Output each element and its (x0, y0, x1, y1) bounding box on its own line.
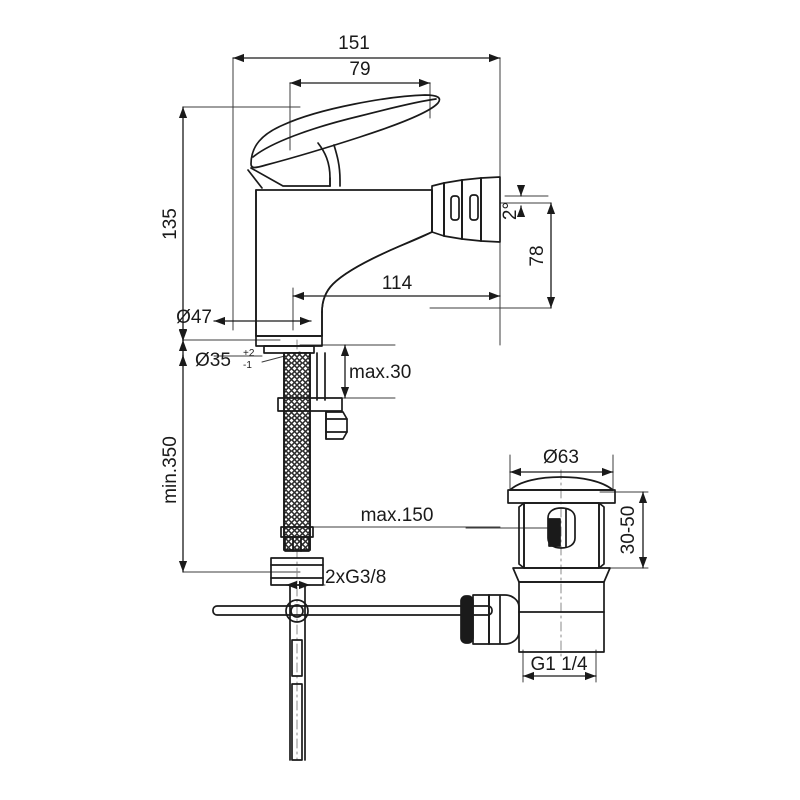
flexible-hose (283, 352, 311, 551)
label-lever-length: 79 (349, 59, 370, 80)
popup-actuator-cap (460, 595, 474, 644)
mixer-body (255, 189, 433, 337)
waste-flange-rim (507, 489, 616, 504)
popup-actuator-housing (488, 594, 520, 645)
clamp-nut (325, 411, 348, 440)
spout-underside-curve (321, 231, 433, 313)
label-spout-projection: 114 (382, 273, 413, 294)
label-spout-height: 78 (527, 245, 548, 266)
label-supply-thread: 2xG3/8 (325, 567, 386, 588)
aerator-slot-right (469, 194, 479, 221)
lever-pivot-fin (247, 169, 263, 189)
label-max-rod-length: max.150 (361, 505, 434, 526)
label-overall-length: 151 (338, 33, 370, 54)
label-hole-diameter: Ø35 (195, 350, 231, 371)
label-min-hose-length: min.350 (160, 436, 181, 504)
label-waste-flange-diameter: Ø63 (543, 447, 579, 468)
base-washer (263, 345, 315, 354)
waste-barrel-right-face (598, 502, 605, 569)
supply-nut (270, 557, 324, 586)
popup-actuator-collar (472, 594, 490, 645)
label-overall-height: 135 (160, 208, 181, 240)
aerator-slot-left (450, 195, 460, 221)
label-waste-thread: G1 1/4 (530, 654, 587, 675)
label-spout-tilt: 2° (500, 202, 521, 220)
popup-rod-vertical-lower (291, 683, 303, 761)
label-hole-tolerance-plus: +2 (243, 348, 255, 359)
popup-lift-rod (212, 605, 493, 616)
waste-port-shadow (548, 518, 561, 547)
lever-neck-right (333, 144, 341, 187)
aerator-collar-4 (480, 176, 501, 243)
label-base-diameter: Ø47 (176, 307, 212, 328)
popup-pivot-ring (285, 599, 309, 623)
label-hole-tolerance-minus: -1 (243, 360, 252, 371)
label-max-deck-thickness: max.30 (349, 362, 411, 383)
mounting-plate (277, 397, 343, 412)
hose-ferrule-lower (284, 536, 310, 552)
waste-flange-dome (509, 476, 614, 491)
lever-top-edge (252, 98, 437, 158)
lever-handle (250, 94, 441, 169)
label-waste-deck-range: 30-50 (618, 506, 639, 555)
lever-underside (250, 167, 331, 187)
popup-rod-vertical-upper (291, 639, 303, 677)
popup-pivot-hub (290, 604, 304, 618)
waste-barrel-left-face (518, 502, 525, 569)
aerator-collar-1 (431, 182, 445, 237)
